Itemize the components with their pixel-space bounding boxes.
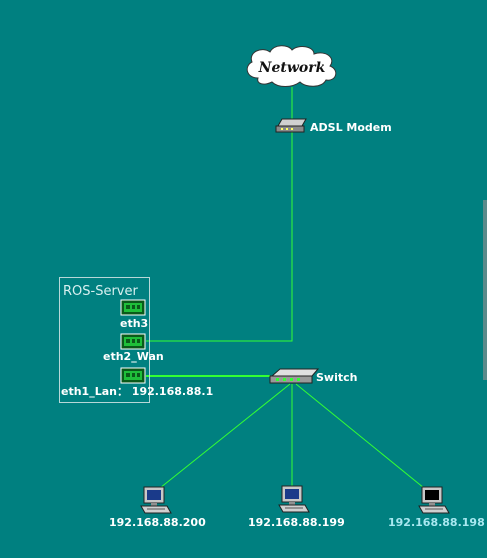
modem-icon[interactable] <box>275 118 307 133</box>
pc-200-label: 192.168.88.200 <box>109 516 206 529</box>
link-modem-eth2 <box>146 132 293 342</box>
link-switch-pc1 <box>159 383 291 489</box>
switch-icon[interactable] <box>269 368 320 384</box>
server-group-box[interactable] <box>59 277 150 403</box>
eth2-label: eth2_Wan <box>103 350 164 363</box>
pc-199-computer-icon[interactable] <box>278 485 310 513</box>
switch-label: Switch <box>316 371 358 384</box>
pc-199-label: 192.168.88.199 <box>248 516 345 529</box>
network-cloud-label: Network <box>258 60 326 76</box>
links <box>146 87 425 489</box>
server-title: ROS-Server <box>63 284 138 299</box>
modem-label: ADSL Modem <box>310 121 392 134</box>
eth3-label: eth3 <box>120 317 149 330</box>
link-switch-pc3 <box>295 383 425 489</box>
eth1-label: eth1_Lan： 192.168.88.1 <box>61 385 214 398</box>
pc-198-computer-icon[interactable] <box>418 486 450 514</box>
pc-200-computer-icon[interactable] <box>140 486 172 514</box>
vertical-scrollbar[interactable] <box>483 200 487 380</box>
cloud-icon[interactable] <box>246 45 337 87</box>
pc-198-label: 192.168.88.198 <box>388 516 485 529</box>
